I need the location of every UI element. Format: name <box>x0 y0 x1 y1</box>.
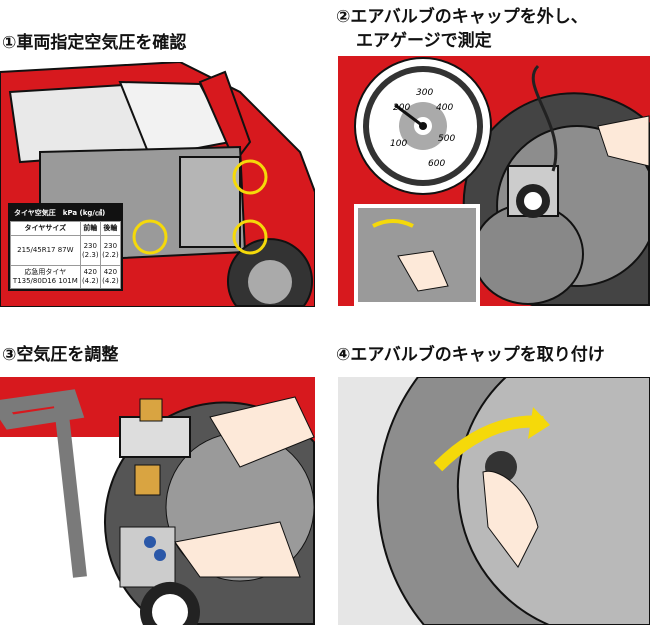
wheel <box>456 377 650 625</box>
front-kpa: 420 <box>83 268 97 276</box>
column-header: 前輪 <box>79 221 101 236</box>
gauge-label: 200 <box>393 103 410 113</box>
table-row: 215/45R17 87W 230(2.3) 230(2.2) <box>10 235 122 266</box>
tire-size-line1: 応急用タイヤ <box>24 268 67 276</box>
rear-pressure: 420(4.2) <box>99 265 122 289</box>
tire-size-line2: T135/80D16 101M <box>12 277 78 285</box>
step2-title-line1: ②エアバルブのキャップを外し、 <box>336 7 588 27</box>
rear-pressure: 230(2.2) <box>99 235 122 266</box>
front-kg: (4.2) <box>81 277 99 285</box>
table-header: タイヤ空気圧 kPa (kg/㎠) <box>10 205 121 221</box>
tire-pressure-table: タイヤ空気圧 kPa (kg/㎠) タイヤサイズ 前輪 後輪 215/45R17… <box>8 203 123 291</box>
gauge-label: 500 <box>438 134 455 144</box>
front-pressure: 420(4.2) <box>79 265 101 289</box>
front-kg: (2.3) <box>81 250 99 259</box>
front-pressure: 230(2.3) <box>79 235 101 266</box>
gauge-label: 600 <box>428 159 445 169</box>
column-header: 後輪 <box>99 221 122 236</box>
rear-kpa: 230 <box>103 241 118 250</box>
step3-title: ③空気圧を調整 <box>2 345 119 365</box>
gauge-label: 400 <box>436 103 453 113</box>
front-kpa: 230 <box>83 241 97 250</box>
gauge-label: 100 <box>390 139 407 149</box>
step2-illustration: 100 200 300 400 500 600 <box>338 56 650 306</box>
step1-title: ①車両指定空気圧を確認 <box>2 33 187 53</box>
step2-title-line2: エアゲージで測定 <box>356 31 492 51</box>
column-header: タイヤサイズ <box>10 221 81 236</box>
step3-illustration <box>0 377 315 625</box>
rear-kpa: 420 <box>103 268 118 276</box>
table-row: タイヤサイズ 前輪 後輪 <box>10 221 122 236</box>
gauge-label: 300 <box>416 88 433 98</box>
rear-kg: (4.2) <box>102 277 119 285</box>
step4-title: ④エアバルブのキャップを取り付け <box>336 345 605 365</box>
rear-kg: (2.2) <box>102 250 119 259</box>
tire-size: 215/45R17 87W <box>10 235 81 266</box>
step4-illustration <box>338 377 650 625</box>
